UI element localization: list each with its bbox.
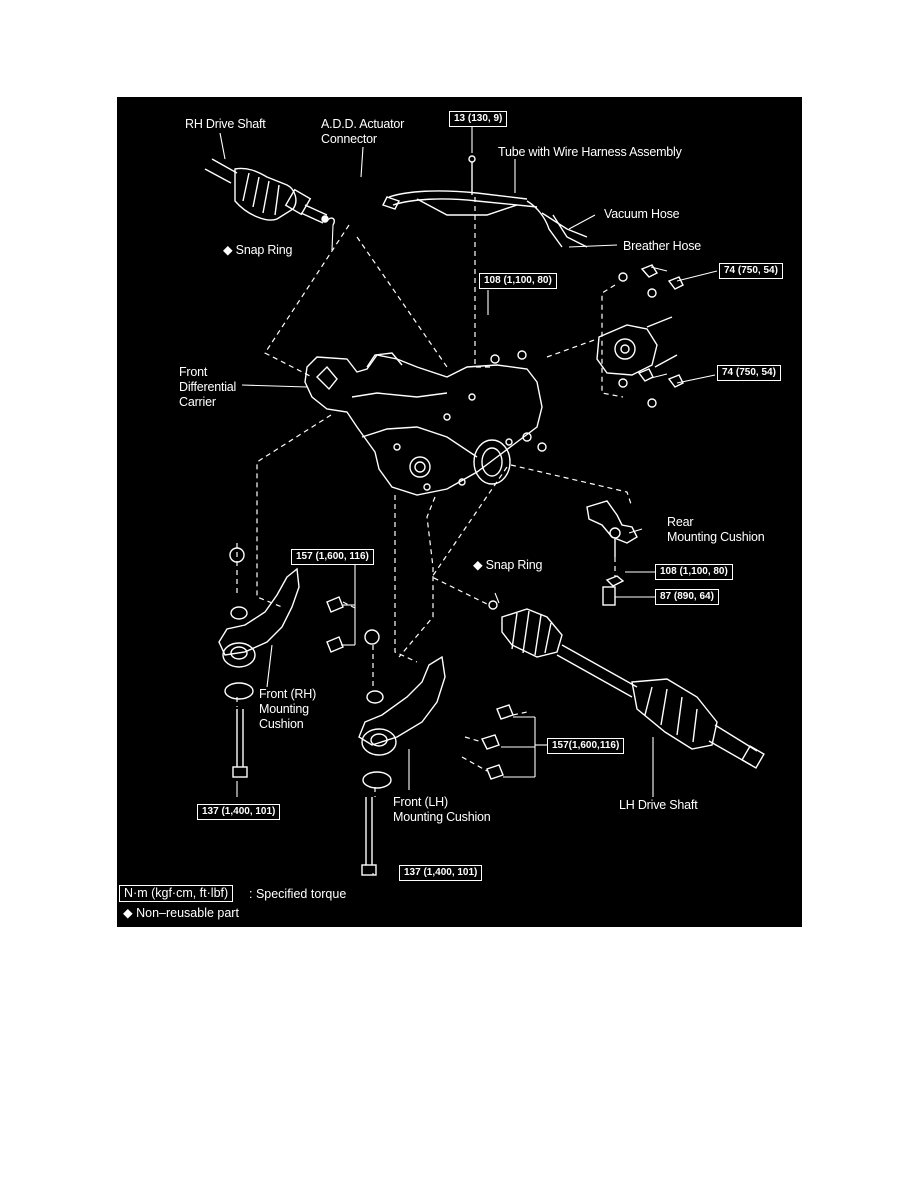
harness-tube-graphic	[382, 155, 588, 248]
snap-ring-label-mid: ◆ Snap Ring	[473, 558, 543, 572]
snap-ring-label-top: ◆ Snap Ring	[223, 243, 293, 257]
rh-drive-shaft-graphic	[204, 158, 329, 224]
exploded-view-drawing	[204, 123, 765, 876]
torque-137-rh: 137 (1,400, 101)	[197, 804, 281, 820]
add-actuator-connector-label: A.D.D. Actuator Connector	[321, 117, 405, 146]
front-lh-cushion-graphic	[358, 629, 514, 876]
torque-108-top: 108 (1,100, 80)	[479, 273, 557, 289]
front-rh-cushion-label: Front (RH) Mounting Cushion	[259, 687, 317, 731]
front-lh-cushion-label: Front (LH) Mounting Cushion	[393, 795, 491, 824]
torque-unit-legend-box: N·m (kgf·cm, ft·lbf)	[119, 885, 234, 902]
front-differential-carrier-label: Front Differential Carrier	[179, 365, 237, 409]
torque-74-top: 74 (750, 54)	[719, 263, 783, 279]
torque-87: 87 (890, 64)	[655, 589, 719, 605]
diagram-panel: RH Drive Shaft A.D.D. Actuator Connector…	[117, 97, 802, 927]
lh-drive-shaft-label: LH Drive Shaft	[619, 798, 698, 812]
torque-137-lh: 137 (1,400, 101)	[399, 865, 483, 881]
rear-cushion-graphic	[586, 500, 638, 606]
torque-74-bottom: 74 (750, 54)	[717, 365, 781, 381]
vacuum-hose-label: Vacuum Hose	[604, 207, 680, 221]
front-rh-cushion-graphic	[218, 547, 344, 778]
torque-157-rh: 157 (1,600, 116)	[291, 549, 374, 565]
torque-108-rear: 108 (1,100, 80)	[655, 564, 733, 580]
rear-mounting-cushion-label: Rear Mounting Cushion	[667, 515, 765, 544]
rh-drive-shaft-label: RH Drive Shaft	[185, 117, 266, 131]
torque-unit-legend-text: : Specified torque	[249, 887, 347, 901]
differential-carrier-graphic	[304, 350, 547, 496]
torque-157-lh: 157(1,600,116)	[547, 738, 625, 754]
breather-hose-label: Breather Hose	[623, 239, 701, 253]
non-reusable-legend: ◆ Non–reusable part	[123, 906, 239, 920]
companion-flange-graphic	[596, 264, 684, 408]
lh-drive-shaft-graphic	[488, 600, 765, 769]
torque-13: 13 (130, 9)	[449, 111, 508, 127]
tube-wire-harness-label: Tube with Wire Harness Assembly	[498, 145, 682, 159]
